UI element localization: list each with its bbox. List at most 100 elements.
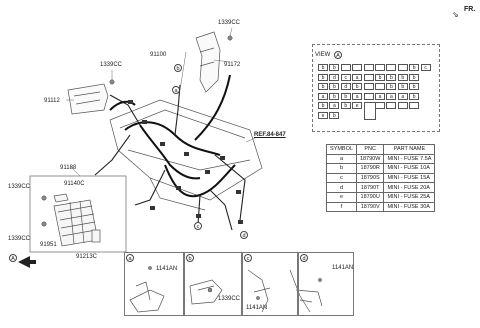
detail-box-d	[298, 252, 354, 316]
fuse-slot	[386, 64, 397, 71]
fuse-slot: b	[386, 73, 397, 81]
fuse-view-panel	[312, 44, 440, 132]
label-91188: 91188	[60, 165, 77, 171]
fuse-slot	[375, 102, 385, 109]
main-harness	[124, 121, 236, 198]
detail-box-b	[184, 252, 242, 316]
screws	[41, 35, 322, 300]
fuse-slot	[363, 83, 374, 90]
cell-symbol: a	[326, 153, 357, 165]
detail-label-d: 1141AN	[332, 265, 354, 271]
leader-lines	[66, 27, 256, 177]
detail-label-c: 1141AN	[246, 305, 268, 311]
cell-pnc: 18790W	[355, 153, 385, 165]
label-1339cc-left: 1339CC	[100, 62, 123, 68]
long-lead	[194, 74, 231, 141]
cell-part-name: MINI - FUSE 30A	[383, 201, 436, 213]
fuse-slot: d	[329, 73, 340, 81]
fuse-slot: a	[352, 73, 363, 81]
fuse-slot: b	[352, 83, 363, 90]
cell-part-name: MINI - FUSE 10A	[383, 163, 436, 174]
fuse-slot	[340, 64, 351, 71]
view-title: VIEW A	[315, 50, 343, 59]
cell-part-name: MINI - FUSE 20A	[383, 182, 436, 193]
assembly-box	[29, 175, 127, 253]
fuse-slot: a	[397, 92, 408, 100]
relay-slot	[363, 102, 376, 120]
marker-c: c	[194, 222, 202, 230]
fuse-slot: e	[352, 102, 363, 109]
fuse-slot: b	[386, 83, 397, 90]
fuse-slot: b	[409, 83, 420, 90]
cell-part-name: MINI - FUSE 7.5A	[383, 153, 436, 165]
fuse-slot: b	[409, 73, 420, 81]
cell-symbol: c	[326, 172, 357, 184]
label-91112: 91112	[44, 98, 60, 104]
detail-marker-d: d	[300, 254, 308, 262]
fuse-slot	[375, 64, 385, 71]
label-91140c: 91140C	[64, 181, 85, 187]
fuse-slot: a	[329, 102, 340, 109]
fuse-slot	[397, 102, 408, 109]
label-91951: 91951	[40, 242, 57, 248]
fuse-slot	[386, 102, 397, 109]
fuse-slot: a	[352, 92, 363, 100]
cell-symbol: b	[326, 163, 357, 174]
cell-pnc: 18790V	[355, 201, 385, 213]
cell-part-name: MINI - FUSE 15A	[383, 172, 436, 184]
fuse-slot: b	[409, 92, 420, 100]
label-1339cc-top: 1339CC	[218, 20, 241, 26]
detail-label-a: 1141AN	[156, 266, 178, 272]
marker-a: a	[172, 86, 180, 94]
detail-sketches	[129, 269, 323, 313]
fuse-slot: b	[329, 83, 340, 90]
cell-pnc: 18790R	[355, 163, 385, 174]
label-1339cc-low: 1339CC	[8, 236, 31, 242]
fuse-slot: c	[420, 64, 431, 71]
fuse-slot: b	[340, 102, 351, 109]
ref-label: REF.84-847	[254, 132, 286, 138]
fuse-slot: b	[318, 64, 328, 71]
left-lead	[109, 100, 136, 111]
fuse-slot: b	[397, 73, 408, 81]
label-91100: 91100	[150, 52, 167, 58]
detail-marker-c: c	[244, 254, 252, 262]
fuse-slot	[363, 64, 374, 71]
view-title-text: VIEW	[315, 52, 331, 58]
cell-symbol: d	[326, 182, 357, 193]
cell-part-name: MINI - FUSE 25A	[383, 191, 436, 203]
marker-d: d	[240, 231, 248, 239]
bracket-91172	[195, 31, 221, 93]
junction-block	[53, 199, 99, 247]
fuse-slot: b	[329, 64, 340, 71]
detail-label-b: 1339CC	[218, 296, 241, 302]
dashboard-outline	[109, 99, 263, 211]
front-arrow-left	[18, 256, 36, 268]
front-arrow-icon: ⇘	[452, 10, 459, 19]
fuse-slot	[375, 83, 385, 90]
fuse-slot	[352, 64, 363, 71]
fuse-slot: a	[318, 92, 328, 100]
cell-symbol: f	[326, 201, 357, 213]
cell-pnc: 18790U	[355, 191, 385, 203]
fuse-slot: b	[409, 64, 420, 71]
fuse-slot: e	[318, 111, 328, 119]
detail-box-a	[124, 252, 184, 316]
fuse-slot: a	[386, 92, 397, 100]
parts-table-header: SYMBOL PNC PART NAME	[326, 144, 436, 155]
fuse-slot	[409, 102, 420, 109]
detail-marker-a: a	[126, 254, 134, 262]
fuse-slot: b	[375, 73, 385, 81]
header-part-name: PART NAME	[383, 144, 436, 155]
fuse-slot: b	[318, 83, 328, 90]
marker-b: b	[174, 64, 182, 72]
connector-block	[53, 193, 101, 243]
harness-branches	[94, 84, 246, 231]
fuse-slot: b	[318, 102, 328, 109]
fuse-slot: c	[340, 73, 351, 81]
